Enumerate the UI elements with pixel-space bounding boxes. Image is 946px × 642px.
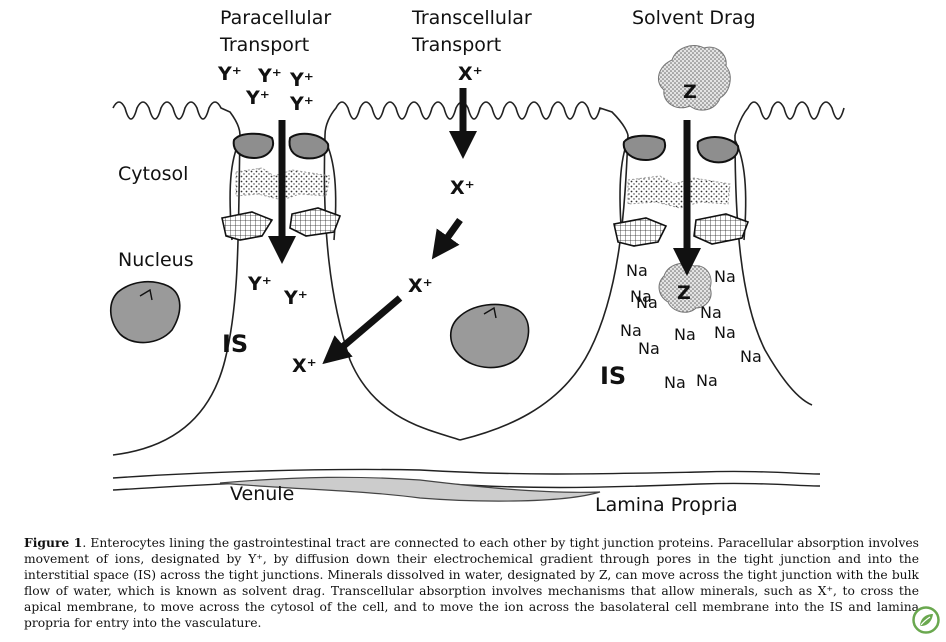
- nucleus-left: [109, 280, 181, 344]
- z-label-top: Z: [683, 81, 697, 103]
- na-ion: Na: [714, 267, 736, 286]
- y-ion: Y⁺: [217, 63, 242, 85]
- na-ion: Na: [638, 339, 660, 358]
- y-ion: Y⁺: [245, 87, 270, 109]
- na-ion: Na: [626, 261, 648, 280]
- transcellular-arrow-3: [322, 295, 403, 365]
- na-ion: Na: [664, 373, 686, 392]
- caption-text: . Enterocytes lining the gastrointestina…: [24, 536, 919, 630]
- transport-arrows: [268, 88, 701, 365]
- y-ion: Y⁺: [247, 273, 272, 295]
- nucleus-center: [449, 303, 530, 369]
- lamina-propria-layer: [112, 468, 821, 502]
- na-ion: Na: [700, 303, 722, 322]
- nucleus-label: Nucleus: [118, 249, 194, 271]
- transcellular-arrow-2: [431, 217, 463, 260]
- na-ion: Na: [620, 321, 642, 340]
- solvent-drag-heading: Solvent Drag: [632, 7, 756, 29]
- na-ion: Na: [740, 347, 762, 366]
- na-ion: Na: [630, 287, 652, 306]
- x-ion: X⁺: [292, 355, 317, 377]
- na-ion: Na: [674, 325, 696, 344]
- x-ion: X⁺: [458, 63, 483, 85]
- y-ion: Y⁺: [289, 93, 314, 115]
- transcellular-heading-1: Transcellular: [411, 7, 532, 29]
- z-solute-blobs: [657, 45, 731, 313]
- x-ion: X⁺: [450, 177, 475, 199]
- na-ion: Na: [636, 293, 658, 312]
- tight-junction-right: [613, 134, 750, 247]
- na-ion: Na: [696, 371, 718, 390]
- cytosol-label: Cytosol: [118, 163, 188, 185]
- y-ion: Y⁺: [257, 65, 282, 87]
- is-label-right: IS: [600, 362, 626, 390]
- z-label-bottom: Z: [677, 282, 691, 304]
- enterocyte-diagram: Paracellular Transport Transcellular Tra…: [109, 7, 845, 516]
- y-ion: Y⁺: [289, 69, 314, 91]
- venule-label: Venule: [230, 483, 294, 505]
- transcellular-heading-2: Transport: [411, 34, 501, 56]
- venule-shape: [219, 476, 601, 502]
- paracellular-heading-2: Transport: [219, 34, 309, 56]
- figure-caption: Figure 1. Enterocytes lining the gastroi…: [24, 535, 919, 631]
- y-ion: Y⁺: [283, 287, 308, 309]
- x-ion: X⁺: [408, 275, 433, 297]
- nuclei: [109, 280, 530, 369]
- z-blob-top: [657, 45, 731, 111]
- microvilli-border: [112, 101, 845, 136]
- lamina-propria-label: Lamina Propria: [595, 494, 738, 516]
- na-ion: Na: [714, 323, 736, 342]
- figure-number: Figure 1: [24, 535, 83, 550]
- is-label-left: IS: [222, 330, 248, 358]
- paracellular-heading-1: Paracellular: [220, 7, 331, 29]
- leaf-logo-icon: [912, 606, 940, 634]
